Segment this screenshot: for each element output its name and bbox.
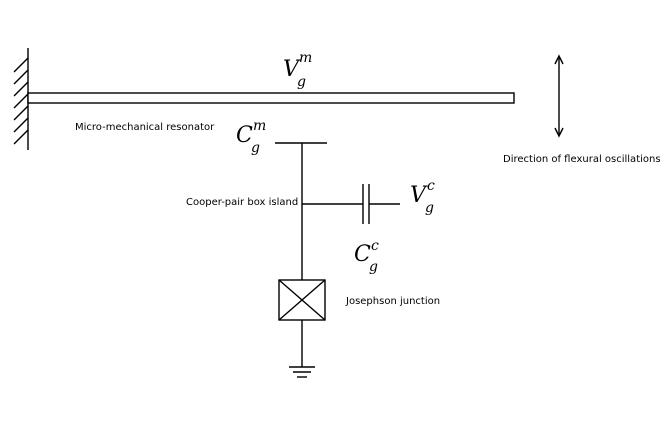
junction-label: Josephson junction [345, 296, 440, 307]
resonator-beam [27, 92, 515, 104]
svg-text:c: c [371, 238, 379, 254]
svg-text:c: c [427, 178, 435, 194]
svg-text:m: m [253, 118, 266, 134]
svg-text:g: g [297, 74, 306, 90]
svg-text:m: m [299, 50, 312, 66]
symbol-vgc: V c g [410, 178, 435, 216]
direction-label: Direction of flexural oscillations [503, 154, 661, 165]
oscillation-arrow [554, 54, 564, 138]
svg-text:C: C [236, 123, 253, 148]
svg-text:g: g [425, 200, 434, 216]
svg-text:V: V [410, 183, 428, 208]
symbol-cgc: C c g [354, 238, 379, 275]
island-label: Cooper-pair box island [186, 197, 298, 208]
fixed-wall [13, 48, 29, 150]
symbol-vgm: V m g [283, 50, 312, 90]
symbol-cgm: C m g [236, 118, 266, 156]
resonator-label: Micro-mechanical resonator [75, 122, 215, 133]
svg-text:C: C [354, 242, 371, 267]
svg-text:V: V [283, 57, 301, 82]
ground-icon [289, 366, 315, 378]
svg-text:g: g [251, 140, 260, 156]
svg-text:g: g [369, 259, 378, 275]
josephson-junction-symbol [278, 279, 326, 321]
